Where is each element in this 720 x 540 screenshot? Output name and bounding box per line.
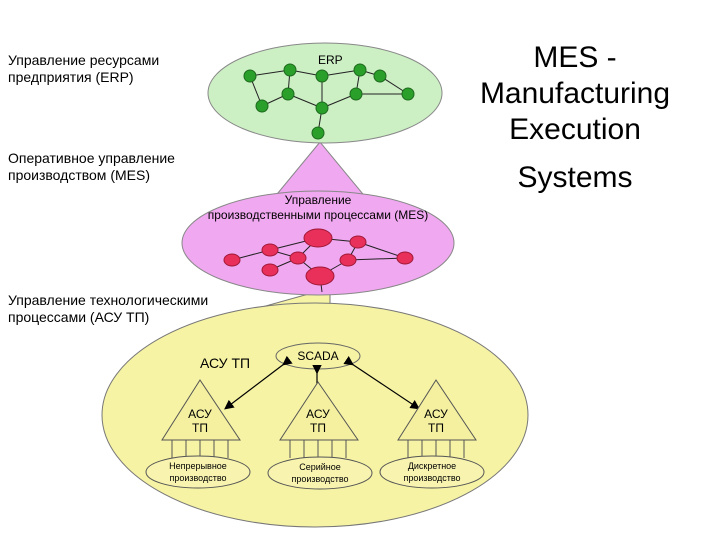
- mes-node: [339, 253, 357, 267]
- acs-inner-label: АСУ ТП: [200, 355, 250, 371]
- title-line1: MES -: [533, 41, 617, 74]
- production-serial-line2: производство: [291, 474, 348, 484]
- mes-level-line1: Оперативное управление: [8, 150, 175, 166]
- erp-node: [311, 126, 325, 140]
- production-connectors: [171, 440, 465, 458]
- slide-title: MES - Manufacturing Execution Systems: [470, 40, 680, 196]
- acs-triangle-right: АСУ ТП: [397, 379, 477, 441]
- triangle-right-line2: ТП: [428, 421, 444, 435]
- erp-network-nodes: [243, 63, 415, 140]
- production-continuous-line1: Непрерывное: [169, 461, 227, 471]
- mes-network-nodes: [223, 228, 414, 286]
- scada-link-left: [224, 355, 293, 410]
- title-line2: Manufacturing: [479, 77, 671, 110]
- erp-node: [401, 87, 415, 101]
- erp-node: [243, 69, 257, 83]
- acs-triangle-center: АСУ ТП: [279, 381, 359, 441]
- mes-node: [303, 228, 333, 248]
- erp-level-line2: предприятия (ERP): [8, 69, 134, 85]
- scada-link-right: [343, 356, 420, 410]
- production-discrete: Дискретное производство: [379, 455, 485, 489]
- erp-ellipse: [207, 42, 443, 144]
- mes-node: [396, 251, 414, 265]
- triangle-center-line2: ТП: [310, 421, 326, 435]
- erp-node: [281, 87, 295, 101]
- erp-node: [315, 69, 329, 83]
- triangle-left-line2: ТП: [192, 421, 208, 435]
- mes-label-line2: производственными процессами (MES): [208, 208, 429, 222]
- erp-node: [353, 63, 367, 77]
- mes-node: [305, 266, 335, 286]
- erp-level-line1: Управление ресурсами: [8, 52, 160, 68]
- acs-triangle-left: АСУ ТП: [161, 379, 241, 441]
- acs-level-line2: процессами (АСУ ТП): [8, 309, 150, 325]
- erp-node: [349, 87, 363, 101]
- mes-node: [289, 251, 307, 265]
- production-serial: Серийное производство: [267, 456, 373, 490]
- mes-node: [261, 263, 279, 277]
- triangle-right-line1: АСУ: [424, 407, 448, 421]
- mes-node: [261, 243, 279, 257]
- production-discrete-line2: производство: [403, 473, 460, 483]
- production-serial-line1: Серийное: [299, 462, 341, 472]
- acs-level-line1: Управление технологическими: [8, 292, 209, 308]
- scada-label: SCADA: [297, 349, 338, 363]
- erp-label: ERP: [318, 53, 343, 67]
- triangle-center-line1: АСУ: [306, 407, 330, 421]
- production-continuous: Непрерывное производство: [145, 455, 251, 489]
- title-line3: Execution: [509, 113, 641, 146]
- erp-node: [255, 99, 269, 113]
- mes-level-line2: производством (MES): [8, 167, 150, 183]
- erp-node: [283, 63, 297, 77]
- production-continuous-line2: производство: [169, 473, 226, 483]
- mes-node: [349, 235, 367, 249]
- mes-level-label: Оперативное управление производством (ME…: [8, 150, 175, 184]
- erp-node: [315, 101, 329, 115]
- mes-node: [223, 253, 241, 267]
- erp-node: [373, 69, 387, 83]
- erp-level-label: Управление ресурсами предприятия (ERP): [8, 52, 159, 86]
- production-discrete-line1: Дискретное: [408, 461, 456, 471]
- triangle-left-line1: АСУ: [188, 407, 212, 421]
- acs-level-label: Управление технологическими процессами (…: [8, 292, 208, 326]
- mes-label-line1: Управление: [285, 193, 352, 207]
- title-line4: Systems: [517, 161, 633, 194]
